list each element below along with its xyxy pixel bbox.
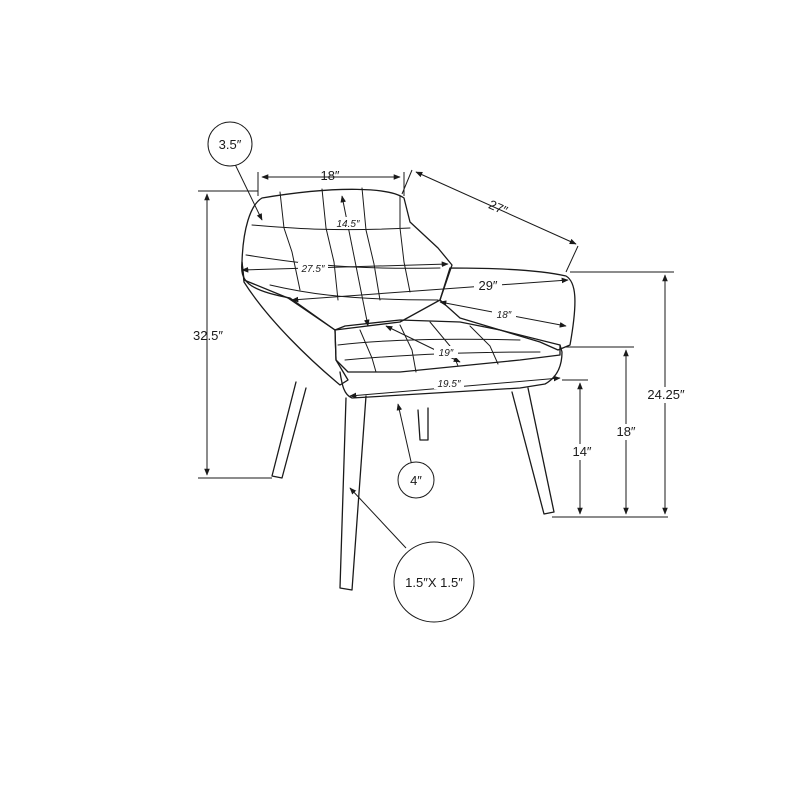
leg-size-callout <box>393 541 475 623</box>
label-seat-depth: 19″ <box>439 348 454 359</box>
leg-back-left <box>271 381 307 479</box>
chair-right-arm <box>439 267 576 351</box>
label-seat-floor: 14″ <box>572 444 591 459</box>
label-arm-top-floor: 24.25″ <box>647 387 685 402</box>
chair-back-outline <box>241 188 453 331</box>
label-back-width: 18″ <box>320 168 339 183</box>
label-arm-height: 3.5″ <box>219 137 242 152</box>
label-arm-floor: 18″ <box>616 424 635 439</box>
label-arm-length: 18″ <box>497 310 512 321</box>
chair-left-arm <box>241 261 349 386</box>
label-seat-width: 19.5″ <box>437 379 460 390</box>
label-leg-size: 1.5″X 1.5″ <box>405 575 463 590</box>
arm-height-callout <box>207 121 253 167</box>
label-back-height: 14.5″ <box>336 219 359 230</box>
label-depth: 27″ <box>486 197 510 219</box>
label-apron: 4″ <box>410 473 422 488</box>
leg-back-right <box>417 407 429 441</box>
chair-seat-cushion <box>334 319 561 373</box>
label-overall-width: 29″ <box>478 278 497 293</box>
apron-callout <box>397 461 435 499</box>
label-inner-width: 27.5″ <box>300 264 324 275</box>
leg-front-left <box>339 395 367 591</box>
chair-drawing <box>241 187 576 591</box>
back-tufting <box>245 187 441 301</box>
label-overall-height: 32.5″ <box>193 328 223 343</box>
leg-front-right <box>511 387 555 515</box>
